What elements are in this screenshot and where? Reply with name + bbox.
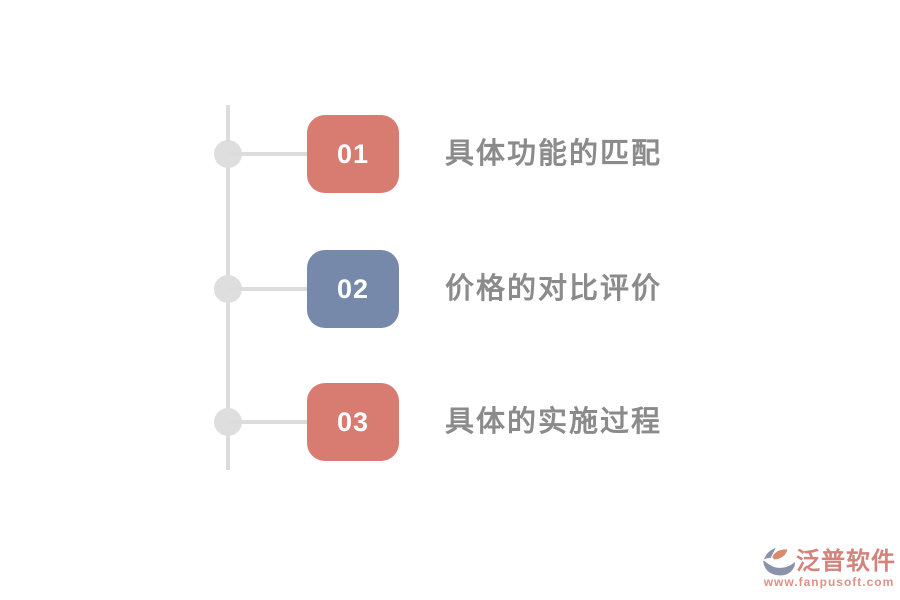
- step-badge-1: 01: [307, 115, 399, 193]
- timeline-connector-1: [228, 152, 308, 156]
- step-label-2: 价格的对比评价: [445, 273, 663, 305]
- timeline-connector-2: [228, 287, 308, 291]
- step-badge-3: 03: [307, 383, 399, 461]
- step-row-3: 03 具体的实施过程: [0, 383, 900, 461]
- fanpu-logo-row: 泛普软件: [762, 547, 896, 577]
- logo-url: www.fanpusoft.com: [763, 575, 895, 589]
- fanpu-watermark: 泛普软件 www.fanpusoft.com: [762, 547, 896, 593]
- step-badge-2: 02: [307, 250, 399, 328]
- fanpu-logo-icon: [763, 547, 795, 576]
- step-label-1: 具体功能的匹配: [445, 138, 663, 170]
- step-row-2: 02 价格的对比评价: [0, 250, 900, 328]
- step-label-3: 具体的实施过程: [445, 406, 663, 438]
- step-row-1: 01 具体功能的匹配: [0, 115, 900, 193]
- logo-text: 泛普软件: [796, 548, 896, 575]
- timeline-connector-3: [228, 420, 308, 424]
